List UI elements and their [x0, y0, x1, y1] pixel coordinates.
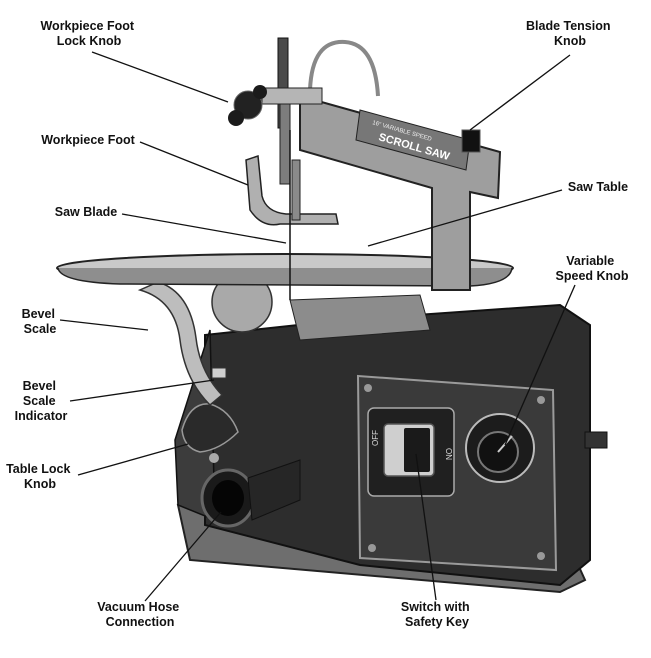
- label-vacuum-hose-connection-line-2: Connection: [106, 615, 175, 629]
- leader-vacuum-hose-connection: [144, 511, 222, 602]
- label-workpiece-foot-line-1: Workpiece Foot: [41, 133, 135, 147]
- switch-off-label: OFF: [371, 430, 380, 446]
- label-bevel-scale-indicator: Bevel Scale Indicator: [15, 379, 68, 423]
- leader-saw-blade: [121, 213, 287, 244]
- label-bevel-scale-indicator-line-3: Indicator: [15, 409, 68, 423]
- label-bevel-scale-indicator-line-1: Bevel: [23, 379, 56, 393]
- label-switch-with-safety-key-line-2: Safety Key: [405, 615, 469, 629]
- label-saw-blade-line-1: Saw Blade: [55, 205, 118, 219]
- callout-labels: Workpiece Foot Lock Knob Blade Tension K…: [6, 19, 629, 629]
- label-bevel-scale-line-1: Bevel: [22, 307, 55, 321]
- blade-tension-knob-shape: [461, 129, 481, 153]
- label-vacuum-hose-connection: Vacuum Hose Connection: [97, 600, 182, 629]
- label-variable-speed-knob: Variable Speed Knob: [556, 254, 629, 283]
- label-table-lock-knob-line-2: Knob: [24, 477, 56, 491]
- leader-bevel-scale-indicator: [69, 379, 215, 402]
- label-blade-tension-knob: Blade Tension Knob: [526, 19, 614, 48]
- leader-table-lock-knob: [77, 443, 189, 476]
- leader-saw-table: [367, 189, 563, 247]
- switch-on-label: ON: [444, 448, 453, 460]
- workpiece-foot-shape: [245, 154, 339, 226]
- label-switch-with-safety-key-line-1: Switch with: [401, 600, 470, 614]
- leader-lines: [59, 51, 576, 602]
- label-workpiece-foot-lock-knob-line-1: Workpiece Foot: [40, 19, 134, 33]
- bevel-indicator: [211, 367, 227, 379]
- label-blade-tension-knob-line-2: Knob: [554, 34, 586, 48]
- scroll-saw-illustration: OFF ON 16" VARIABLE SPEED SCROLL SAW: [56, 37, 608, 594]
- label-workpiece-foot: Workpiece Foot: [41, 133, 135, 147]
- label-saw-blade: Saw Blade: [55, 205, 118, 219]
- table-lock-knob-shape: [181, 403, 239, 453]
- label-switch-with-safety-key: Switch with Safety Key: [401, 600, 473, 629]
- label-blade-tension-knob-line-1: Blade Tension: [526, 19, 611, 33]
- leader-bevel-scale: [59, 319, 149, 331]
- label-table-lock-knob: Table Lock Knob: [6, 462, 74, 491]
- label-variable-speed-knob-line-2: Speed Knob: [556, 269, 629, 283]
- bevel-scale-shape: [137, 281, 224, 407]
- label-bevel-scale: Bevel Scale: [22, 307, 59, 336]
- label-vacuum-hose-connection-line-1: Vacuum Hose: [97, 600, 179, 614]
- label-bevel-scale-line-2: Scale: [24, 322, 57, 336]
- label-bevel-scale-indicator-line-2: Scale: [23, 394, 56, 408]
- label-saw-table: Saw Table: [568, 180, 628, 194]
- safety-key[interactable]: [404, 428, 430, 472]
- label-variable-speed-knob-line-1: Variable: [566, 254, 614, 268]
- label-workpiece-foot-lock-knob-line-2: Lock Knob: [57, 34, 122, 48]
- label-saw-table-line-1: Saw Table: [568, 180, 628, 194]
- leader-workpiece-foot: [139, 141, 249, 186]
- leader-switch-with-safety-key: [415, 453, 437, 601]
- leader-workpiece-foot-lock-knob: [91, 51, 229, 103]
- leader-variable-speed-knob: [504, 284, 576, 446]
- label-table-lock-knob-line-1: Table Lock: [6, 462, 70, 476]
- label-workpiece-foot-lock-knob: Workpiece Foot Lock Knob: [40, 19, 137, 48]
- leader-blade-tension-knob: [469, 54, 571, 131]
